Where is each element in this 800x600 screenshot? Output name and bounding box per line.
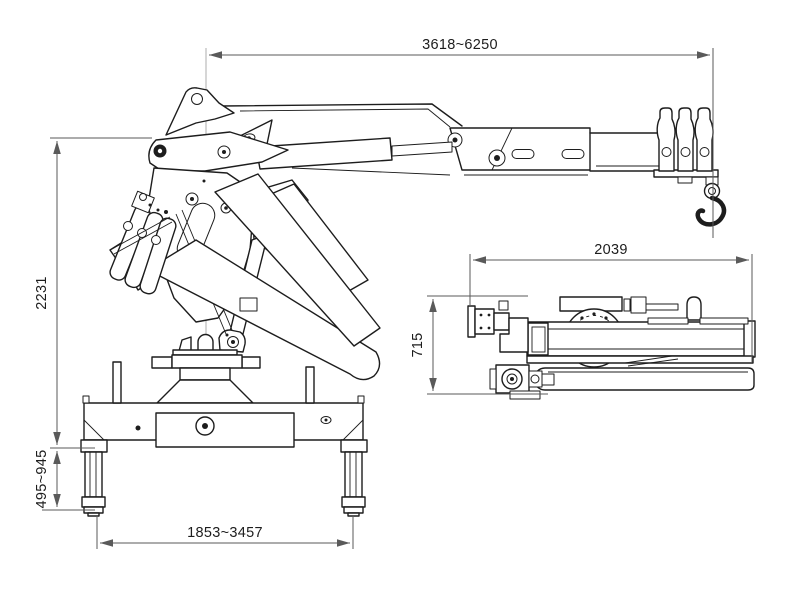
dim-label-overall-height: 2231	[34, 276, 50, 309]
fly-jib-stack	[109, 190, 177, 295]
lifting-hook-icon	[695, 195, 727, 227]
plan-winch-motor	[489, 364, 555, 400]
dim-leg-extension: 495~945	[34, 450, 95, 511]
dim-boom-reach: 3618~6250	[209, 37, 714, 238]
front-view	[80, 48, 727, 517]
outrigger-leg-right	[340, 439, 368, 517]
dim-outrigger-span: 1853~3457	[96, 515, 354, 549]
telescopic-boom	[589, 132, 667, 172]
dim-label-boom-reach: 3618~6250	[422, 37, 498, 53]
outrigger-leg-left	[80, 439, 108, 517]
dim-overall-height: 2231	[34, 137, 152, 449]
plan-outrigger-beam	[533, 367, 755, 391]
dim-plan-length: 2039	[469, 242, 753, 362]
dim-plan-width: 715	[410, 295, 548, 395]
boom-tip-assembly	[653, 107, 727, 227]
dim-label-plan-width: 715	[410, 332, 426, 357]
folded-boom-sections	[151, 173, 381, 381]
outrigger-beam	[82, 361, 365, 448]
dim-label-outrigger-span: 1853~3457	[187, 525, 263, 541]
plan-boom-tip	[467, 300, 529, 353]
plan-view	[467, 296, 756, 400]
dim-label-leg-extension: 495~945	[34, 450, 50, 509]
pedestal	[151, 297, 261, 404]
dimensions: 3618~6250 2231 495~945 1853~3457 20	[34, 37, 753, 549]
dim-label-plan-length: 2039	[594, 242, 627, 258]
